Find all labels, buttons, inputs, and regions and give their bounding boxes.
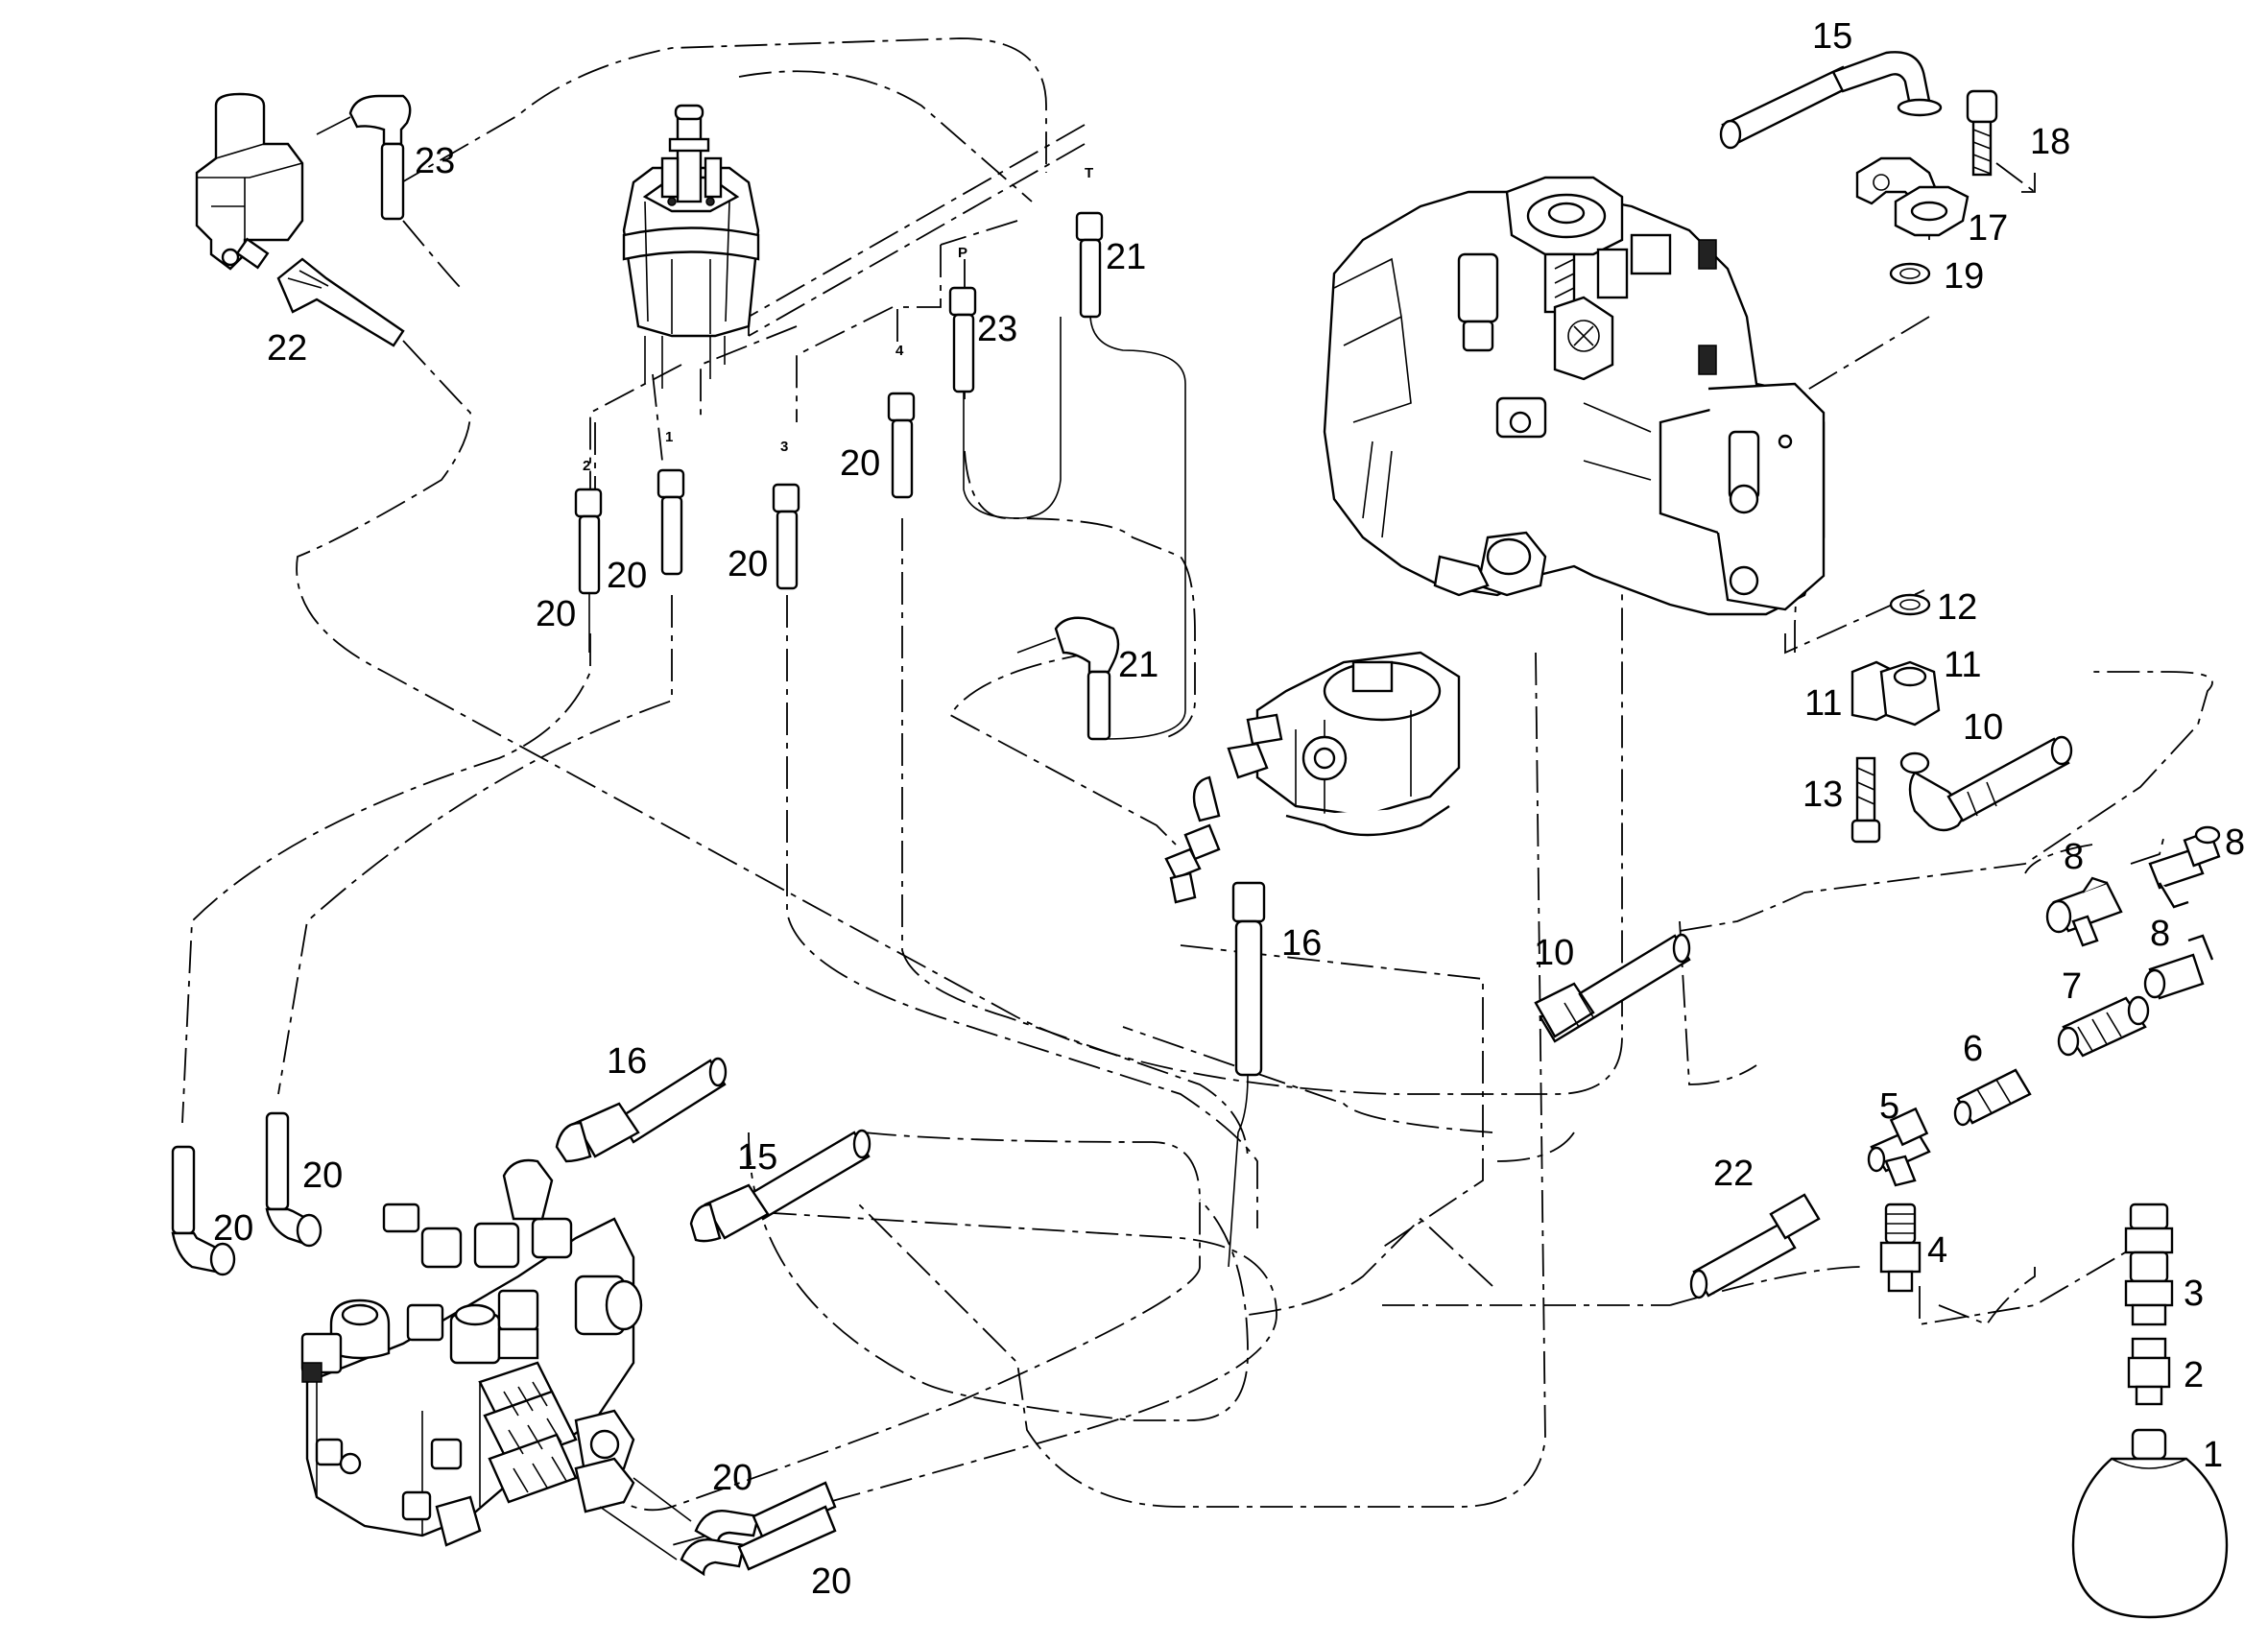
callout-15: 15	[1812, 16, 1852, 57]
callout-4: 4	[1927, 1230, 1947, 1271]
hose-15-top	[1719, 51, 1943, 150]
callout-8: 8	[2150, 914, 2170, 954]
hose-22-top	[235, 237, 405, 347]
callout-22: 22	[1713, 1154, 1754, 1194]
hose-21-top	[1075, 211, 1186, 740]
hose-20-port3	[772, 483, 800, 590]
callout-8: 8	[2225, 822, 2245, 863]
callout-2: 2	[2184, 1355, 2204, 1395]
bolt-18	[1966, 89, 1998, 177]
o-ring-19	[1889, 262, 1931, 285]
tee-fitting-8-a	[2148, 825, 2221, 909]
port-label-t: T	[1085, 165, 1093, 181]
callout-23: 23	[415, 141, 455, 181]
hose-20-left-b	[265, 1111, 322, 1248]
pump-assembly	[1323, 176, 1826, 616]
port-label-4: 4	[895, 343, 904, 359]
callout-21: 21	[1106, 237, 1146, 277]
callout-8: 8	[2064, 837, 2084, 877]
callout-5: 5	[1879, 1086, 1899, 1127]
nipple-2	[2127, 1337, 2171, 1406]
pilot-control-unit	[622, 104, 760, 389]
callout-20: 20	[536, 594, 576, 634]
control-valve-block	[300, 1158, 643, 1547]
hose-10-right	[1899, 735, 2073, 832]
callout-20: 20	[712, 1458, 752, 1498]
bolt-13	[1850, 756, 1881, 844]
hose-20-bottom-b	[599, 1505, 837, 1577]
callout-7: 7	[2062, 966, 2082, 1007]
pilot-valve-block	[195, 92, 304, 271]
o-ring-12	[1889, 593, 1931, 616]
callout-18: 18	[2030, 122, 2070, 162]
callout-20: 20	[607, 556, 647, 596]
elbow-fitting-21	[1016, 616, 1120, 741]
callout-21: 21	[1118, 645, 1158, 685]
callout-1: 1	[2203, 1435, 2223, 1475]
hose-22-bottom	[1689, 1193, 1821, 1299]
callout-11: 11	[1804, 683, 1842, 724]
elbow-fitting-23	[316, 94, 412, 221]
flange-clamp-11	[1850, 660, 1941, 727]
callout-22: 22	[267, 328, 307, 369]
callout-16: 16	[1281, 923, 1322, 964]
callout-13: 13	[1802, 774, 1843, 815]
hose-20-port2	[574, 488, 603, 653]
callout-20: 20	[302, 1156, 343, 1196]
tee-fitting-5	[1867, 1107, 1931, 1187]
hose-15-bottom	[689, 1129, 871, 1243]
callout-20: 20	[840, 443, 880, 484]
port-label-1: 1	[665, 429, 673, 445]
callout-16: 16	[607, 1041, 647, 1082]
hose-20-left-a	[171, 1145, 236, 1276]
tee-fitting-8-b	[2045, 876, 2123, 947]
hose-20-bottom-a	[633, 1477, 837, 1546]
adaptor-4	[1879, 1203, 1922, 1293]
flange-clamp-17	[1855, 156, 1970, 237]
coupling-7	[2057, 995, 2150, 1058]
callout-20: 20	[811, 1561, 851, 1602]
hose-10-center	[1534, 933, 1691, 1043]
tee-fitting-8-c	[2143, 934, 2214, 1000]
port-label-3: 3	[780, 439, 788, 455]
callout-11: 11	[1944, 645, 1981, 685]
callout-20: 20	[213, 1208, 253, 1249]
connector-3	[2124, 1203, 2174, 1326]
callout-10: 10	[1963, 707, 2003, 748]
callout-3: 3	[2184, 1274, 2204, 1314]
callout-23: 23	[977, 309, 1017, 349]
hose-20-port4	[887, 392, 916, 499]
callout-15: 15	[737, 1137, 777, 1178]
port-label-p: P	[958, 245, 967, 261]
hose-16-center	[1228, 881, 1266, 1268]
hose-23-center	[948, 286, 1062, 519]
brake-valve	[1164, 651, 1461, 904]
callout-17: 17	[1968, 208, 2008, 249]
callout-10: 10	[1534, 933, 1574, 973]
hose-20-port1	[657, 468, 685, 576]
port-label-2: 2	[583, 458, 590, 474]
hose-16-bottom	[555, 1057, 728, 1163]
callout-labels: 15 18 17 19 23 22 21 23 20 20 20 20 12 1…	[213, 16, 2245, 1602]
port-labels: T P 4 2 1 3	[583, 165, 1093, 474]
callout-6: 6	[1963, 1029, 1983, 1069]
callout-12: 12	[1937, 587, 1977, 628]
adaptor-6	[1953, 1068, 2032, 1127]
callout-20: 20	[728, 544, 768, 584]
callout-19: 19	[1944, 256, 1984, 297]
accumulator-1	[2071, 1428, 2229, 1619]
